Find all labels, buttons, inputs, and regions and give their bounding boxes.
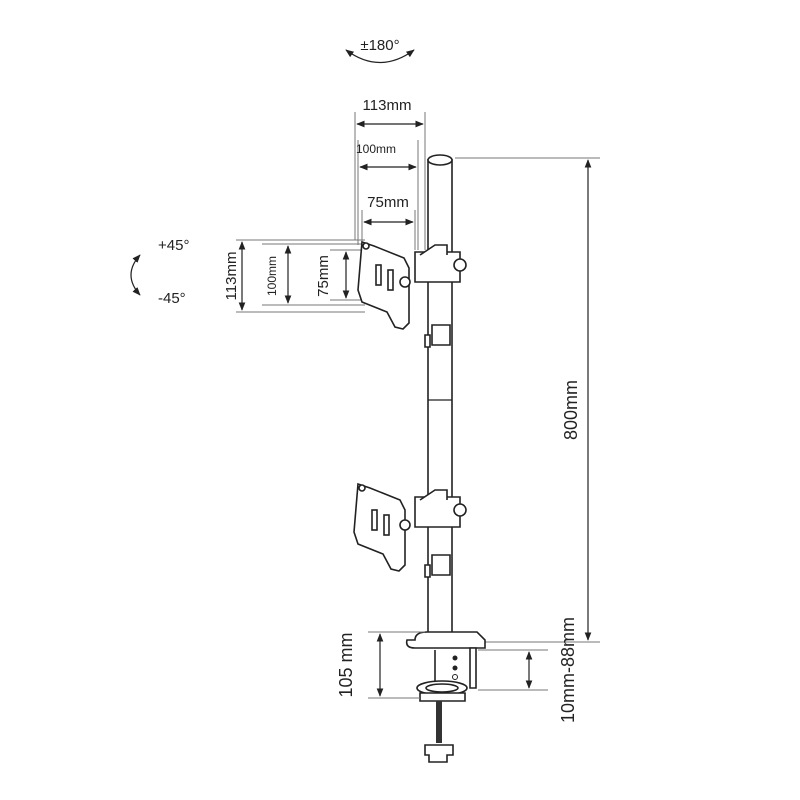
desk-thickness-label: 10mm-88mm [558, 617, 578, 723]
tilt-down-label: -45° [158, 290, 186, 307]
clamp-height-label: 105 mm [336, 632, 356, 697]
upper-monitor-bracket [357, 240, 467, 330]
pole-height-label: 800mm [561, 380, 581, 440]
width-113-label: 113mm [363, 97, 412, 114]
tilt-arrow-icon [130, 254, 141, 296]
vesa-height-dimensions: 113mm 100mm 75mm [223, 239, 365, 313]
pole [424, 154, 453, 641]
height-113-label: 113mm [223, 252, 240, 301]
height-75-label: 75mm [315, 255, 332, 297]
width-100-label: 100mm [356, 142, 396, 156]
desk-clamp [405, 631, 486, 763]
clamp-dimensions: 105 mm 10mm-88mm [336, 617, 578, 723]
width-75-label: 75mm [367, 194, 409, 211]
tilt-indicator: +45° -45° [130, 237, 189, 307]
tilt-up-label: +45° [158, 237, 189, 254]
swivel-arrow-icon [345, 49, 415, 63]
swivel-indicator: ±180° [345, 37, 415, 63]
pole-height-dimension: 800mm [455, 157, 600, 643]
vesa-width-dimensions: 113mm 100mm 75mm [354, 97, 426, 250]
lower-monitor-bracket [353, 482, 467, 572]
height-100-label: 100mm [265, 256, 279, 296]
swivel-label: ±180° [360, 37, 399, 54]
